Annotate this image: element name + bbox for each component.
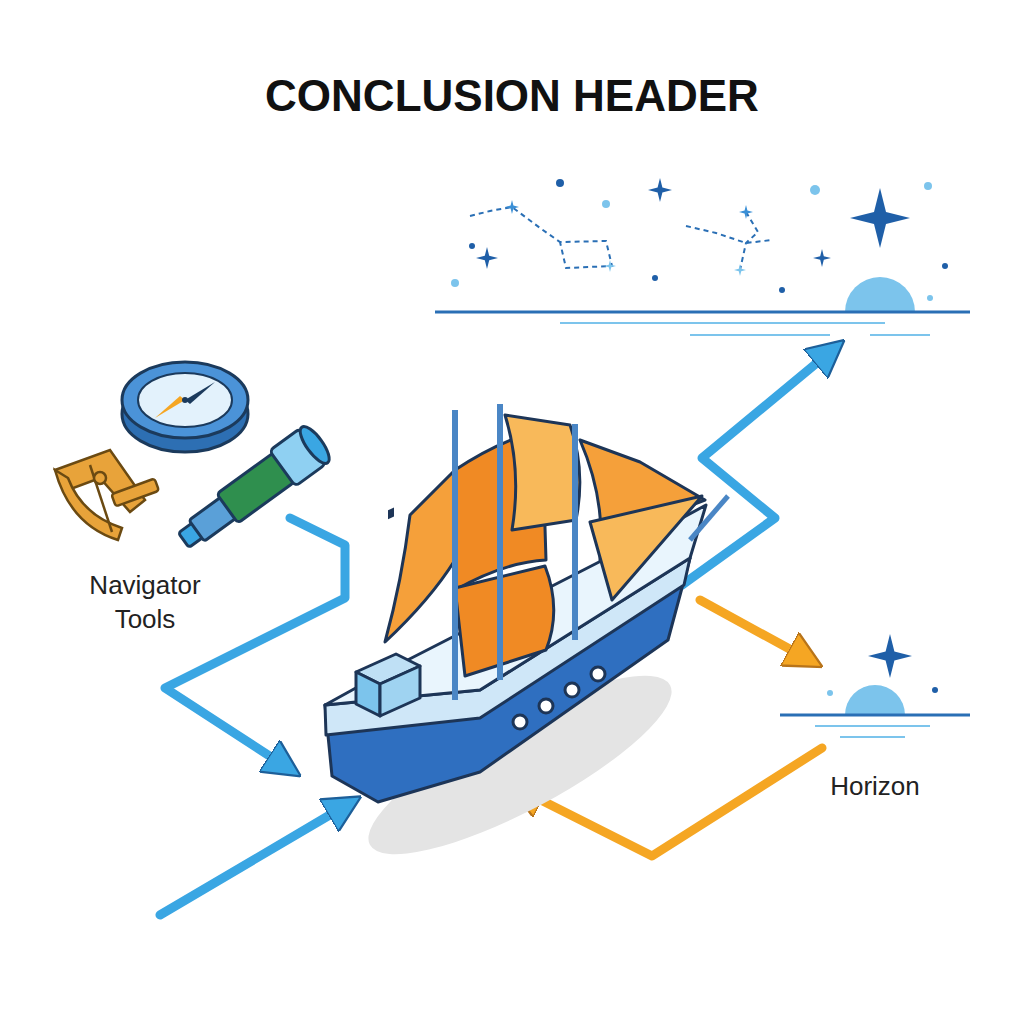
diagram-title: CONCLUSION HEADER [52,67,972,124]
upper-horizon [435,277,970,335]
diagram-title-holder: CONCLUSION HEADER [52,67,972,124]
text-label-holder: Navigator Tools [65,569,225,637]
compass [122,362,248,452]
text-label: Navigator Tools [65,569,225,637]
lower-horizon [780,634,970,737]
sextant [55,450,159,540]
telescope [171,422,334,558]
text-label-holder: Horizon [775,770,975,804]
sailing-ship [325,404,728,885]
flow-arrows [160,352,830,915]
text-label: Horizon [775,770,975,804]
constellations [470,207,772,270]
